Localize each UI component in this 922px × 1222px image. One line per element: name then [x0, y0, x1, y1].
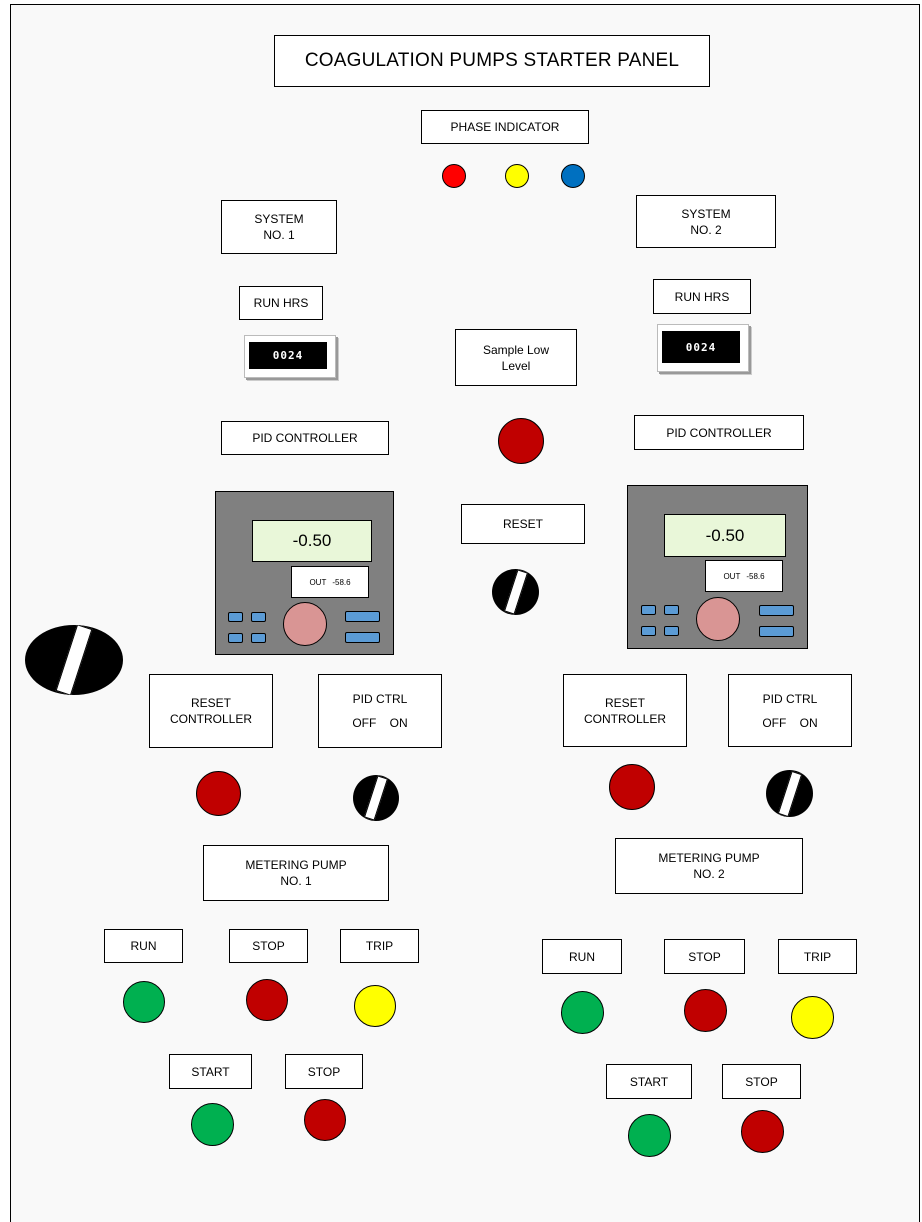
- system-2-stop-lamp: [684, 989, 727, 1032]
- system-1-pid-ctrl-selector-knob[interactable]: [353, 775, 399, 821]
- system-1-metering-pump-label: METERING PUMP NO. 1: [203, 845, 389, 901]
- system-1-pid-key-1[interactable]: [228, 612, 243, 622]
- phase-lamp-red: [442, 164, 466, 188]
- system-1-pid-key-6[interactable]: [345, 632, 380, 643]
- system-2-pid-ctrl-off: OFF: [762, 715, 787, 730]
- system-2-trip-lamp: [791, 996, 834, 1039]
- system-2-pid-ctrl-label: PID CTRL OFF ON: [728, 674, 852, 747]
- system-2-pid-controller-label: PID CONTROLLER: [634, 415, 804, 450]
- system-2-pid-ctrl-selector-knob[interactable]: [766, 770, 813, 817]
- system-2-pid-key-6[interactable]: [759, 626, 794, 637]
- system-2-reset-controller-button[interactable]: [609, 764, 655, 810]
- system-1-pid-display: -0.50: [252, 520, 372, 562]
- system-1-pid-ctrl-label: PID CTRL OFF ON: [318, 674, 442, 748]
- system-1-pid-key-4[interactable]: [251, 633, 266, 643]
- system-1-pid-controller: -0.50 OUT -58.6: [215, 491, 394, 655]
- system-2-run-label: RUN: [542, 939, 622, 974]
- system-2-reset-controller-label: RESET CONTROLLER: [563, 674, 687, 747]
- system-2-pid-output: OUT -58.6: [705, 560, 783, 592]
- system-1-pid-dial[interactable]: [283, 602, 327, 646]
- sample-low-level-label: Sample Low Level: [455, 329, 577, 386]
- system-2-pid-ctrl-on: ON: [799, 715, 818, 730]
- system-1-pid-key-3[interactable]: [228, 633, 243, 643]
- system-2-start-button[interactable]: [628, 1114, 671, 1157]
- system-1-pid-controller-label: PID CONTROLLER: [221, 421, 389, 455]
- system-1-pid-ctrl-off: OFF: [352, 716, 377, 730]
- system-1-start-label: START: [169, 1054, 252, 1089]
- panel-title: COAGULATION PUMPS STARTER PANEL: [274, 35, 710, 87]
- system-2-stop-button-label: STOP: [722, 1064, 801, 1099]
- system-1-pid-key-2[interactable]: [251, 612, 266, 622]
- system-2-run-hours-counter: 0024: [657, 324, 749, 372]
- system-1-run-hours-counter: 0024: [244, 335, 336, 378]
- system-1-trip-label: TRIP: [340, 929, 419, 963]
- system-1-trip-lamp: [354, 985, 396, 1027]
- phase-indicator-label: PHASE INDICATOR: [421, 110, 589, 144]
- system-2-run-hrs-label: RUN HRS: [653, 279, 751, 314]
- system-1-stop-lamp: [246, 979, 288, 1021]
- system-1-run-label: RUN: [104, 929, 183, 963]
- system-1-pid-ctrl-on: ON: [389, 716, 408, 730]
- system-2-pid-dial[interactable]: [696, 597, 740, 641]
- system-1-run-hours-value: 0024: [249, 342, 327, 369]
- system-2-label: SYSTEM NO. 2: [636, 195, 776, 248]
- system-1-stop-button-label: STOP: [285, 1054, 363, 1089]
- system-2-run-lamp: [561, 991, 604, 1034]
- system-2-run-hours-value: 0024: [662, 331, 740, 363]
- system-1-reset-controller-label: RESET CONTROLLER: [149, 674, 273, 748]
- large-selector-knob[interactable]: [25, 625, 123, 695]
- system-1-stop-label: STOP: [229, 929, 308, 963]
- system-2-pid-key-5[interactable]: [759, 605, 794, 616]
- reset-label: RESET: [461, 504, 585, 544]
- system-2-pid-key-3[interactable]: [641, 626, 656, 636]
- system-2-pid-key-2[interactable]: [664, 605, 679, 615]
- system-2-trip-label: TRIP: [778, 939, 857, 974]
- phase-lamp-yellow: [505, 164, 529, 188]
- system-2-pid-display: -0.50: [664, 514, 786, 557]
- system-1-run-hrs-label: RUN HRS: [239, 286, 323, 320]
- reset-selector-knob[interactable]: [492, 569, 539, 615]
- system-1-label: SYSTEM NO. 1: [221, 200, 337, 254]
- system-2-pid-key-1[interactable]: [641, 605, 656, 615]
- system-2-stop-button[interactable]: [741, 1110, 784, 1153]
- system-2-pid-key-4[interactable]: [664, 626, 679, 636]
- system-2-metering-pump-label: METERING PUMP NO. 2: [615, 838, 803, 894]
- system-1-start-button[interactable]: [191, 1103, 234, 1146]
- system-2-start-label: START: [606, 1064, 692, 1099]
- phase-lamp-blue: [561, 164, 585, 188]
- system-1-reset-controller-button[interactable]: [196, 771, 241, 816]
- sample-low-level-lamp: [498, 418, 544, 464]
- system-1-pid-key-5[interactable]: [345, 611, 380, 622]
- panel-title-text: COAGULATION PUMPS STARTER PANEL: [304, 50, 680, 71]
- system-1-stop-button[interactable]: [304, 1099, 346, 1141]
- system-2-stop-label: STOP: [664, 939, 745, 974]
- system-1-pid-output: OUT -58.6: [291, 566, 369, 598]
- system-1-run-lamp: [123, 981, 165, 1023]
- system-2-pid-controller: -0.50 OUT -58.6: [627, 485, 808, 649]
